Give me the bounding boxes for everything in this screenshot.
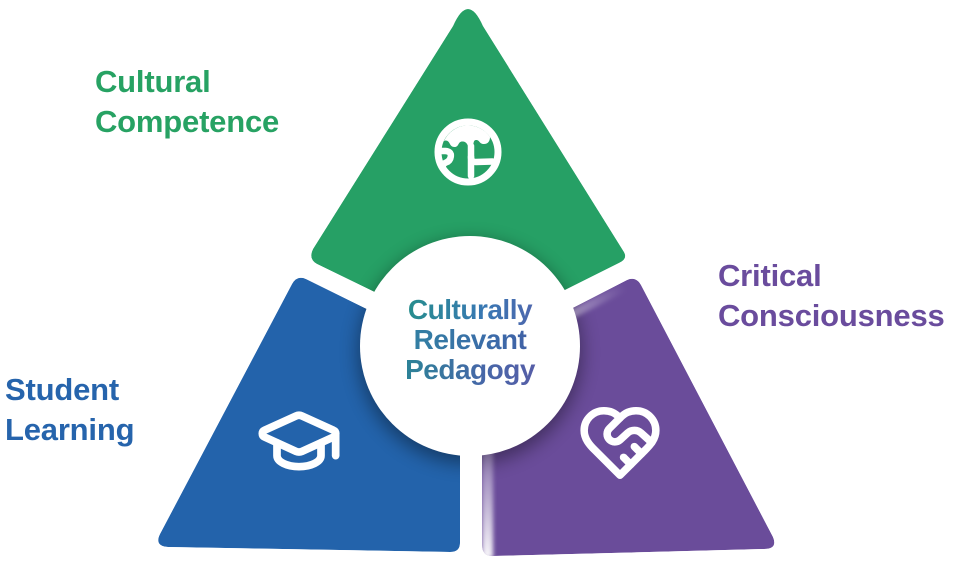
label-cultural-competence-line1: Cultural — [95, 64, 211, 99]
center-title-line3: Pedagogy — [340, 355, 600, 385]
center-circle — [360, 236, 580, 456]
label-critical-consciousness-line1: Critical — [718, 258, 822, 293]
center-title-line2: Relevant — [340, 325, 600, 355]
graduation-cap-icon — [258, 411, 340, 471]
heart-handshake-icon — [580, 406, 660, 480]
label-student-learning: Student Learning — [5, 370, 135, 450]
label-cultural-competence: Cultural Competence — [95, 62, 279, 142]
purple-edge-sheen — [482, 420, 493, 557]
label-student-learning-line1: Student — [5, 372, 119, 407]
label-critical-consciousness: Critical Consciousness — [718, 256, 945, 336]
center-title: Culturally Relevant Pedagogy — [340, 295, 600, 385]
label-critical-consciousness-line2: Consciousness — [718, 298, 945, 333]
label-cultural-competence-line2: Competence — [95, 104, 280, 139]
label-student-learning-line2: Learning — [5, 412, 135, 447]
globe-icon — [434, 118, 502, 186]
center-title-line1: Culturally — [340, 295, 600, 325]
